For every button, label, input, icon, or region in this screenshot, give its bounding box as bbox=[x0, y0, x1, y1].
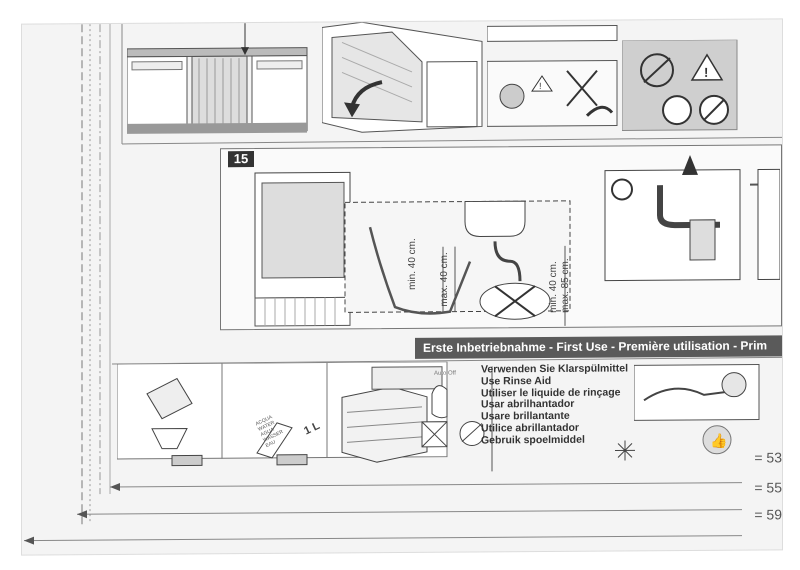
label-max-85: max. 85 cm. bbox=[560, 258, 571, 313]
cabinet-illustration bbox=[127, 23, 308, 134]
first-use-banner: Erste Inbetriebnahme - First Use - Premi… bbox=[415, 335, 782, 359]
dimension-guides bbox=[24, 23, 782, 545]
hose-connection-diagram bbox=[254, 154, 780, 329]
auto-off-label: Auto Off bbox=[434, 370, 456, 377]
prohibited-tools-illustration: ! bbox=[622, 39, 738, 131]
label-max-40: max. 40 cm. bbox=[439, 252, 450, 307]
rinse-aid-nl: Gebruik spoelmiddel bbox=[481, 433, 585, 447]
label-min-40-right: min. 40 cm. bbox=[548, 261, 559, 313]
label-min-40: min. 40 cm. bbox=[407, 238, 418, 290]
door-install-illustration bbox=[322, 21, 483, 133]
svg-text:!: ! bbox=[539, 81, 542, 91]
dimension-55: = 55 bbox=[754, 479, 782, 496]
rinse-aid-instructions: Verwenden Sie Klarspülmittel Use Rinse A… bbox=[481, 362, 628, 447]
svg-text:👍: 👍 bbox=[710, 433, 727, 450]
first-use-steps-illustration bbox=[117, 361, 635, 472]
thumbs-up-illustration: 👍 bbox=[634, 364, 760, 455]
svg-text:!: ! bbox=[704, 65, 708, 80]
screw-warning-illustration: ! bbox=[487, 24, 618, 127]
dimension-59: = 59 bbox=[754, 506, 782, 523]
dimension-53: = 53 bbox=[754, 449, 782, 466]
instruction-sheet: ! ! 15 bbox=[22, 19, 782, 555]
